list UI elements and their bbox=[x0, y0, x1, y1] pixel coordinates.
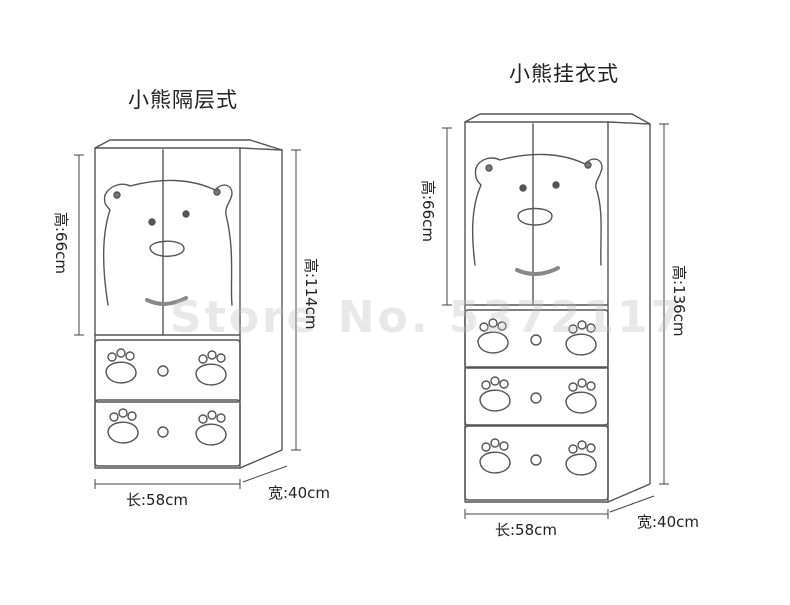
paw-icon bbox=[477, 318, 509, 354]
paw-icon bbox=[195, 410, 227, 446]
paw-icon bbox=[565, 378, 597, 414]
right-title: 小熊挂衣式 bbox=[509, 62, 619, 86]
right-door-height-label: 高:66cm bbox=[419, 180, 437, 242]
dimension-lines bbox=[74, 123, 669, 519]
paw-icon bbox=[105, 348, 137, 384]
right-total-height-label: 高:136cm bbox=[670, 265, 688, 337]
paw-icon bbox=[479, 438, 511, 474]
left-length-label: 长:58cm bbox=[126, 491, 188, 509]
paw-icon bbox=[479, 376, 511, 412]
right-length-label: 长:58cm bbox=[495, 521, 557, 539]
paw-icon bbox=[565, 440, 597, 476]
right-cabinet bbox=[464, 113, 651, 503]
left-title: 小熊隔层式 bbox=[128, 88, 238, 112]
paw-icon bbox=[107, 408, 139, 444]
right-width-label: 宽:40cm bbox=[637, 513, 699, 531]
watermark: Store No. 5372117 bbox=[170, 292, 685, 343]
left-width-label: 宽:40cm bbox=[268, 484, 330, 502]
left-cabinet bbox=[94, 139, 283, 469]
left-total-height-label: 高:114cm bbox=[302, 258, 320, 330]
paw-icon bbox=[195, 350, 227, 386]
paw-icon bbox=[565, 320, 597, 356]
left-door-height-label: 高:66cm bbox=[52, 212, 70, 274]
